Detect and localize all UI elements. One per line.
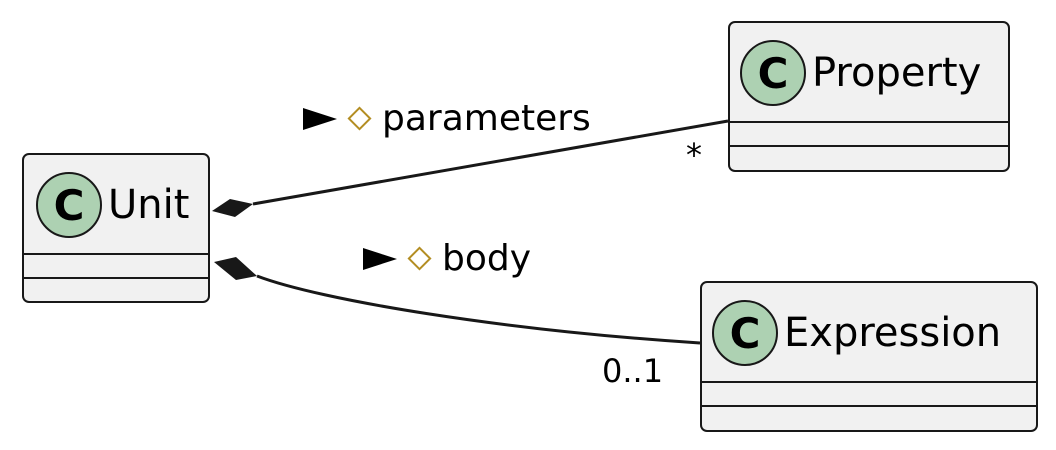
protected-field-diamond-icon [347, 106, 372, 131]
class-property-header: C Property [730, 23, 1008, 123]
protected-field-diamond-icon [407, 246, 432, 271]
class-unit-name: Unit [108, 182, 190, 228]
parameters-composition-line [252, 119, 729, 206]
class-stereotype-icon: C [36, 172, 102, 238]
class-unit[interactable]: C Unit [22, 153, 210, 303]
class-unit-methods-divider [24, 277, 208, 279]
class-unit-attributes-divider [24, 253, 208, 255]
class-expression-name: Expression [784, 310, 1002, 356]
class-stereotype-icon: C [712, 300, 778, 366]
body-multiplicity: 0..1 [602, 352, 664, 390]
parameters-relation-label: parameters [303, 98, 591, 139]
body-composition-line [256, 274, 701, 345]
class-unit-header: C Unit [24, 155, 208, 255]
class-expression[interactable]: C Expression [700, 281, 1038, 432]
direction-arrow-icon [303, 107, 337, 130]
parameters-composition-diamond [212, 199, 253, 217]
class-property-attributes-divider [730, 121, 1008, 123]
class-expression-methods-divider [702, 405, 1036, 407]
direction-arrow-icon [363, 247, 397, 270]
class-stereotype-icon: C [740, 40, 806, 106]
parameters-multiplicity: * [686, 136, 702, 174]
parameters-label-text: parameters [382, 98, 591, 139]
class-expression-attributes-divider [702, 381, 1036, 383]
body-label-text: body [442, 238, 532, 279]
class-expression-header: C Expression [702, 283, 1036, 383]
body-composition-diamond [214, 257, 257, 280]
class-property-methods-divider [730, 145, 1008, 147]
class-property-name: Property [812, 50, 982, 96]
body-relation-label: body [363, 238, 531, 279]
class-property[interactable]: C Property [728, 21, 1010, 172]
